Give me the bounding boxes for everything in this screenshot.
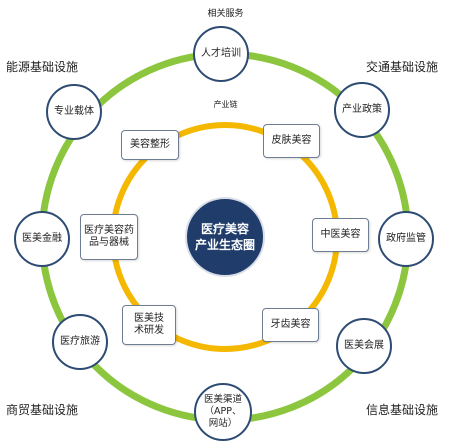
commerce-infrastructure-label: 商贸基础设施 <box>6 403 79 417</box>
related-services-label: 相关服务 <box>207 9 244 19</box>
outer-node-medical-beauty-finance: 医美金融 <box>14 211 70 267</box>
center-title-line2: 产业生态圈 <box>194 238 255 252</box>
outer-node-medical-tourism: 医疗旅游 <box>52 314 108 370</box>
outer-node-industry-policy: 产业政策 <box>334 82 390 138</box>
center-title-line1: 医疗美容 <box>200 222 249 236</box>
inner-box-tech-research: 医美技术研发 <box>122 305 176 345</box>
inner-box-drugs-devices: 医疗美容药品与器械 <box>80 214 138 260</box>
industry-chain-label: 产业链 <box>213 100 238 109</box>
inner-box-skin-beauty: 皮肤美容 <box>263 124 320 158</box>
outer-node-medical-beauty-expo: 医美会展 <box>336 318 392 374</box>
center-ecosystem-circle: 医疗美容 产业生态圈 <box>185 197 265 277</box>
inner-box-plastic-surgery: 美容整形 <box>121 130 179 160</box>
outer-node-medical-beauty-channels: 医美渠道（APP、网站） <box>194 383 252 441</box>
inner-box-dental-beauty: 牙齿美容 <box>262 308 319 342</box>
inner-box-tcm-beauty: 中医美容 <box>312 218 369 252</box>
outer-node-professional-carrier: 专业载体 <box>46 84 102 140</box>
outer-node-government-supervision: 政府监管 <box>378 211 434 267</box>
outer-node-talent-training: 人才培训 <box>193 26 249 82</box>
energy-infrastructure-label: 能源基础设施 <box>6 60 79 74</box>
information-infrastructure-label: 信息基础设施 <box>366 403 439 417</box>
transport-infrastructure-label: 交通基础设施 <box>366 60 439 74</box>
